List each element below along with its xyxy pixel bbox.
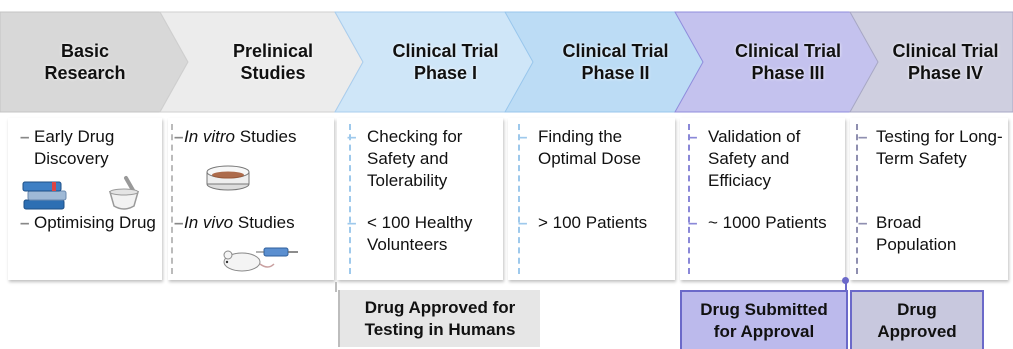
item-text: Optimising Drug <box>34 213 156 232</box>
stage-title-line2: Phase III <box>751 63 825 83</box>
stage-title-line1: Clinical Trial <box>562 41 669 61</box>
books-icon <box>22 178 70 217</box>
accent-line <box>688 124 690 274</box>
stage-title-line1: Basic <box>60 41 110 61</box>
milestone-line2: Testing in Humans <box>364 319 516 339</box>
accent-line <box>518 124 520 274</box>
stage-title-line1: Clinical Trial <box>892 41 999 61</box>
list-item: – ~ 1000 Patients <box>688 213 827 232</box>
list-item: – Early Drug Discovery <box>20 127 115 168</box>
item-text: Broad Population <box>876 213 957 254</box>
accent-line <box>349 124 351 274</box>
mortar-pestle-icon <box>106 174 142 219</box>
list-item: – Validation of Safety and Efficiacy <box>688 127 801 190</box>
milestone-line2: for Approval <box>713 321 815 341</box>
stage-title-line1: Prelinical <box>232 41 314 61</box>
list-item: – In vivo Studies <box>174 213 295 232</box>
milestone-submitted: Drug Submitted for Approval <box>680 290 848 349</box>
item-text: Studies <box>235 127 297 146</box>
details-phase-1: – Checking for Safety and Tolerability –… <box>337 118 503 280</box>
details-phase-3: – Validation of Safety and Efficiacy – ~… <box>680 118 845 280</box>
chevron-shape <box>849 11 1013 113</box>
item-text: Finding the Optimal Dose <box>538 127 641 168</box>
list-item: – < 100 Healthy Volunteers <box>347 213 473 254</box>
accent-line <box>856 124 858 274</box>
milestone-marker-submission <box>845 282 847 292</box>
details-preclinical: – In vitro Studies – In vivo Studies <box>168 118 334 280</box>
stage-clinical-phase-3: Clinical Trial Phase III <box>674 11 881 113</box>
list-item: – > 100 Patients <box>518 213 648 232</box>
item-italic: In vitro <box>184 127 236 146</box>
mouse-syringe-icon <box>220 242 300 279</box>
stage-title-line2: Studies <box>240 63 306 83</box>
list-item: – Testing for Long-Term Safety <box>858 127 1003 168</box>
milestone-line1: Drug Submitted <box>700 299 828 319</box>
milestone-dot <box>842 277 849 284</box>
stage-preclinical-studies: Prelinical Studies <box>159 11 365 113</box>
list-item: – In vitro Studies <box>174 127 297 146</box>
details-basic-research: – Early Drug Discovery – Optimising Drug <box>8 118 162 280</box>
item-text: Studies <box>233 213 295 232</box>
stage-clinical-phase-2: Clinical Trial Phase II <box>504 11 706 113</box>
stage-title-line2: Phase I <box>413 63 478 83</box>
list-item: – Broad Population <box>858 213 957 254</box>
item-italic: In vivo <box>184 213 234 232</box>
milestone-line1: Drug <box>897 299 937 319</box>
stage-title-line2: Phase II <box>581 63 650 83</box>
accent-line <box>171 124 173 274</box>
milestone-line1: Drug Approved for <box>364 297 516 317</box>
stage-basic-research: Basic Research <box>0 11 190 113</box>
item-text: > 100 Patients <box>538 213 648 232</box>
item-text: Testing for Long-Term Safety <box>876 127 1003 168</box>
item-text: < 100 Healthy Volunteers <box>367 213 473 254</box>
stage-title-line1: Clinical Trial <box>734 41 842 61</box>
list-item: – Checking for Safety and Tolerability <box>347 127 463 190</box>
item-text: Checking for Safety and Tolerability <box>367 127 463 190</box>
list-item: – Optimising Drug <box>20 213 156 232</box>
details-phase-2: – Finding the Optimal Dose – > 100 Patie… <box>508 118 675 280</box>
petri-dish-icon <box>204 160 252 197</box>
milestone-marker-human-testing <box>335 282 337 292</box>
stage-title-line2: Research <box>44 63 126 83</box>
item-text: Early Drug Discovery <box>34 127 115 168</box>
item-text: ~ 1000 Patients <box>708 213 827 232</box>
stage-title-line1: Clinical Trial <box>392 41 499 61</box>
milestone-line2: Approved <box>877 321 957 341</box>
milestone-approved: Drug Approved <box>850 290 984 349</box>
milestone-human-testing: Drug Approved for Testing in Humans <box>338 290 540 347</box>
stage-title-line2: Phase IV <box>907 63 984 83</box>
list-item: – Finding the Optimal Dose <box>518 127 641 168</box>
stage-clinical-phase-4: Clinical Trial Phase IV <box>849 11 1013 113</box>
details-phase-4: – Testing for Long-Term Safety – Broad P… <box>850 118 1008 280</box>
item-text: Validation of Safety and Efficiacy <box>708 127 801 190</box>
